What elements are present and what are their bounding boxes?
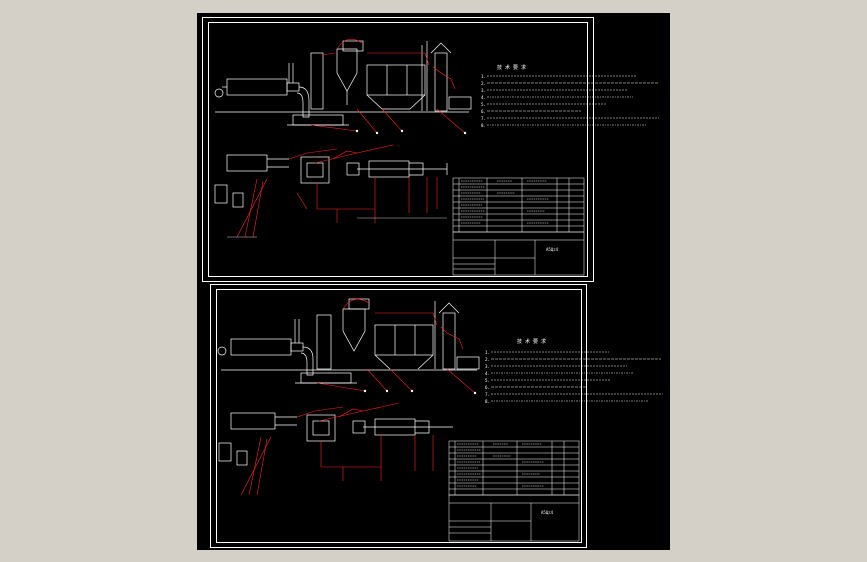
bottom-parts-text	[457, 443, 544, 487]
drawing-linework: 技 术 要 求 1. 2. 3. 4. 5. 6. 7. 8.	[214, 38, 663, 542]
top-drawing-sheet	[202, 17, 594, 282]
top-note-8: 8.	[481, 123, 486, 128]
bottom-title-block-code: A5ЦΞ4	[541, 510, 554, 515]
top-elevation-view	[214, 40, 472, 126]
bottom-note-1: 1.	[485, 350, 490, 355]
bottom-drawing-frame	[216, 289, 582, 543]
right-gutter	[670, 0, 867, 562]
top-plan-view	[214, 154, 448, 208]
top-drawing-frame	[208, 22, 588, 277]
bottom-note-2: 2.	[485, 357, 490, 362]
bottom-parts-list	[448, 440, 580, 496]
top-note-4: 4.	[481, 95, 486, 100]
top-notes-title: 技 术 要 求	[497, 64, 526, 71]
top-note-3: 3.	[481, 88, 486, 93]
bottom-note-5: 5.	[485, 378, 490, 383]
bottom-note-6: 6.	[485, 385, 490, 390]
bottom-notes-scribbles	[491, 351, 663, 402]
top-parts-list	[452, 177, 585, 233]
bottom-note-3: 3.	[485, 364, 490, 369]
top-elevation-item-markers	[355, 129, 467, 135]
top-note-6: 6.	[481, 109, 486, 114]
top-parts-text	[461, 180, 549, 224]
top-notes-scribbles	[487, 75, 659, 126]
bottom-plan-leaders	[240, 402, 434, 496]
top-note-1: 1.	[481, 74, 486, 79]
top-plan-leaders	[236, 144, 438, 238]
top-plan-dimension-lines	[227, 217, 447, 238]
bottom-note-8: 8.	[485, 399, 490, 404]
bottom-drawing-sheet	[210, 284, 587, 548]
cad-canvas[interactable]: 技 术 要 求 1. 2. 3. 4. 5. 6. 7. 8.	[197, 13, 670, 550]
bottom-plan-view	[218, 412, 453, 466]
top-note-5: 5.	[481, 102, 486, 107]
left-gutter	[0, 0, 197, 562]
top-notes: 1. 2. 3. 4. 5. 6. 7. 8.	[481, 74, 486, 128]
bottom-notes: 1. 2. 3. 4. 5. 6. 7. 8.	[485, 350, 490, 404]
top-note-7: 7.	[481, 116, 486, 121]
top-elevation-leaders	[310, 38, 466, 134]
top-note-2: 2.	[481, 81, 486, 86]
bottom-elevation-view	[217, 298, 480, 384]
top-title-block	[452, 231, 585, 276]
top-title-block-code: A5ЦΞ4	[546, 247, 559, 252]
bottom-elevation-leaders	[316, 298, 476, 394]
bottom-elevation-item-markers	[363, 389, 477, 395]
bottom-note-4: 4.	[485, 371, 490, 376]
bottom-title-block	[448, 494, 580, 542]
bottom-notes-title: 技 术 要 求	[517, 338, 546, 345]
bottom-note-7: 7.	[485, 392, 490, 397]
